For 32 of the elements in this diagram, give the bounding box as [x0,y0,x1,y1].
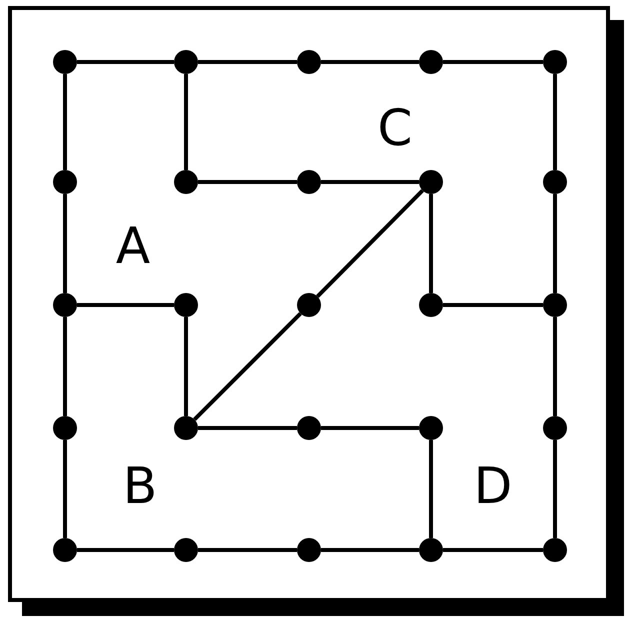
connecting-line [443,60,543,64]
connecting-line [198,60,297,64]
connecting-line [198,548,297,552]
connecting-line [553,74,557,170]
connecting-line [63,440,67,538]
region-label: C [378,103,412,153]
connecting-line [443,548,543,552]
connecting-line [77,548,174,552]
region-label: D [474,461,512,511]
connecting-line [63,317,67,416]
connecting-line [553,440,557,538]
connecting-line [198,426,297,430]
connecting-line [429,440,433,538]
connecting-line [77,303,174,307]
region-label: B [122,461,158,511]
connecting-line [63,74,67,170]
region-label: A [116,221,150,271]
connecting-line [321,180,419,184]
connecting-line [63,194,67,293]
connecting-line [443,303,543,307]
connecting-line [321,60,419,64]
connecting-line [321,426,419,430]
connecting-line [184,74,188,170]
connecting-line [184,317,188,416]
connecting-line [198,180,297,184]
connecting-line [429,194,433,293]
connecting-line [316,189,424,298]
connecting-line [553,317,557,416]
connecting-line [553,194,557,293]
connecting-line [193,312,302,421]
connecting-line [77,60,174,64]
connecting-line [321,548,419,552]
